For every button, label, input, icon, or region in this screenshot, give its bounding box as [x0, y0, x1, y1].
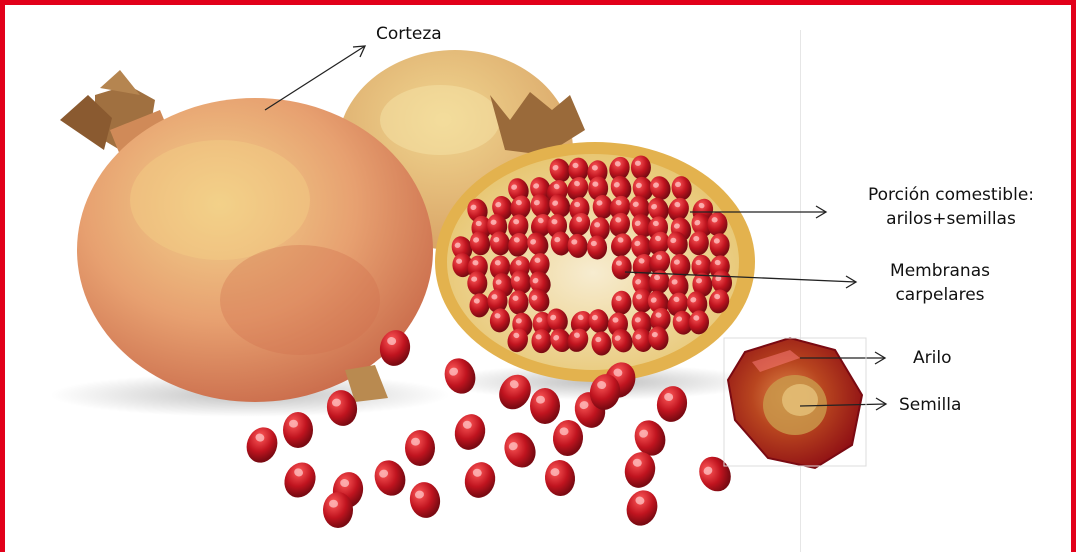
label-porcion-line2: arilos+semillas: [846, 207, 1056, 231]
label-porcion-line1: Porción comestible:: [846, 183, 1056, 207]
aril: [405, 430, 435, 466]
aril: [631, 155, 651, 179]
label-membranas-line2: carpelares: [860, 283, 1020, 307]
label-corteza: Corteza: [376, 22, 442, 46]
corteza-arrow: [265, 46, 365, 110]
aril: [622, 486, 663, 530]
label-membranas: Membranas carpelares: [860, 259, 1020, 307]
label-arilo: Arilo: [913, 346, 951, 370]
aril: [407, 480, 443, 521]
aril: [323, 492, 353, 528]
label-semilla: Semilla: [899, 393, 961, 417]
aril: [242, 423, 283, 467]
aril: [551, 419, 584, 457]
aril: [370, 456, 411, 500]
aril: [461, 459, 499, 502]
aril: [283, 412, 313, 448]
aril: [451, 411, 489, 454]
aril: [693, 451, 737, 497]
aril: [499, 427, 541, 472]
aril: [279, 457, 321, 502]
label-porcion-comestible: Porción comestible: arilos+semillas: [846, 183, 1056, 231]
label-membranas-line1: Membranas: [860, 259, 1020, 283]
aril: [543, 459, 576, 497]
aril: [530, 388, 560, 424]
